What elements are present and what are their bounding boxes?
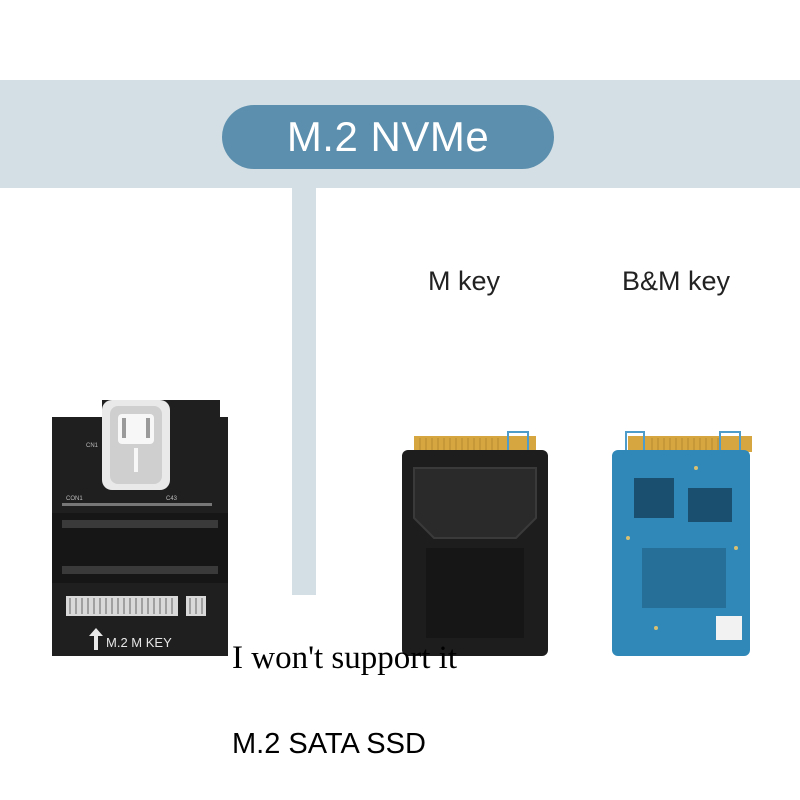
adapter-panel: CN1 CON1 C43 M.2 M KEY (0, 188, 292, 656)
product-frame: M.2 NVMe (0, 80, 800, 656)
c43-silkscreen: C43 (166, 496, 178, 502)
bm-key-ssd (612, 431, 752, 656)
slot-label: M.2 M KEY (106, 635, 172, 650)
header-band: M.2 NVMe (0, 80, 800, 188)
adapter-board-image: CN1 CON1 C43 M.2 M KEY (52, 400, 228, 656)
unsupported-drive-text: M.2 SATA SSD (232, 728, 426, 760)
drives-image (402, 431, 752, 656)
drives-panel: M key B&M key (316, 188, 800, 656)
banner-title: M.2 NVMe (286, 113, 490, 160)
m-key-ssd (402, 431, 548, 656)
cn1-silkscreen: CN1 (86, 443, 99, 449)
con1-silkscreen: CON1 (66, 496, 83, 502)
title-pill: M.2 NVMe (222, 105, 554, 169)
m-key-label: M key (428, 266, 501, 296)
bm-key-label: B&M key (622, 266, 731, 296)
notice-text: I won't support it (232, 640, 458, 676)
